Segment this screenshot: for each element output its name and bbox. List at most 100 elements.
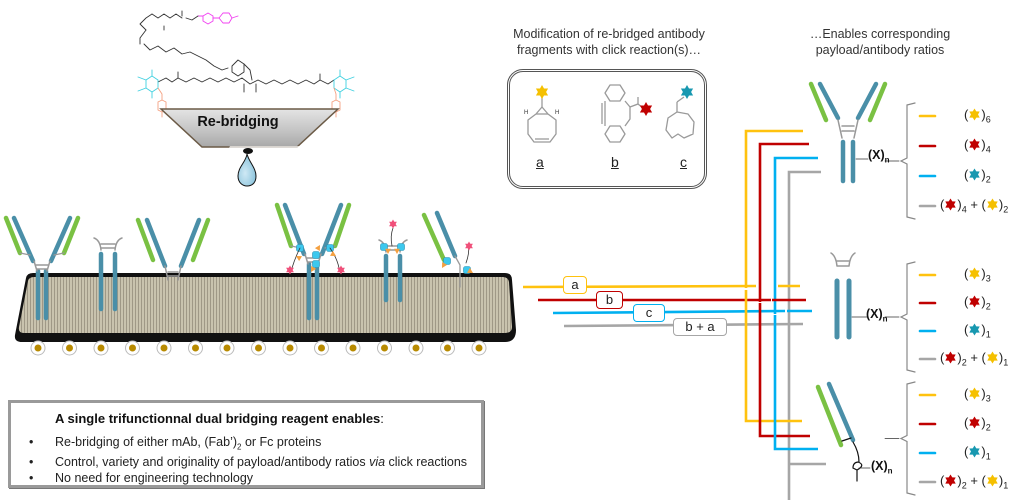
roller-hub [223, 344, 231, 352]
linker-subscript: n [882, 314, 888, 324]
paren: ) [981, 167, 986, 182]
bullet-subscript: 2 [237, 442, 242, 452]
roller-hub [129, 344, 136, 352]
payload-star-red-icon [945, 198, 957, 211]
paren: ( [940, 350, 945, 365]
paren: ) [957, 197, 962, 212]
paren: ( [964, 386, 969, 401]
linker-text: (X) [871, 459, 888, 473]
paren: ( [964, 444, 969, 459]
ratio-bracket [899, 261, 916, 373]
payload-count: 6 [985, 114, 991, 125]
input-fab2-icon [135, 217, 211, 281]
roller-hub [286, 344, 294, 352]
reagent-payload-stars [535, 85, 694, 116]
reagent-a-star-yellow-icon [535, 85, 549, 99]
payload-star-red-icon [969, 416, 981, 429]
route-a-to-fab-line [744, 290, 802, 423]
payload-count: 1 [985, 451, 991, 462]
payload-count: 1 [985, 329, 991, 340]
ratio-label-fc-b: ()2 [964, 294, 991, 312]
paren: ) [998, 350, 1004, 365]
paren: ( [964, 294, 969, 309]
summary-title-text: A single trifunctionnal dual bridging re… [55, 411, 381, 426]
route-tag-c: c [633, 304, 665, 322]
svg-text:H: H [524, 110, 528, 116]
paren: ) [981, 322, 986, 337]
route-lines [522, 129, 826, 500]
azide-arrow-icon [442, 262, 448, 268]
payload-count: 2 [985, 301, 991, 312]
summary-box: A single trifunctionnal dual bridging re… [8, 400, 484, 488]
output-rebridged-fc-icon [378, 219, 408, 303]
linker-label-mab: (X)n [868, 148, 890, 165]
reagent-c-label: c [680, 154, 687, 170]
ratio-label-fab-ba: ()2 + ()1 [940, 473, 1008, 491]
azide-arrow-icon [314, 245, 320, 251]
reagent-b-dbco-structure [601, 84, 644, 143]
roller-hub [34, 344, 42, 352]
linker-subscript: n [887, 466, 893, 476]
bullet-italic: via [369, 455, 386, 469]
plus-sign: + [966, 350, 982, 365]
plus-sign: + [966, 197, 982, 212]
ratios-caption-line2: payload/antibody ratios [815, 43, 945, 57]
ratio-label-fab-c: ()1 [964, 444, 991, 462]
bullet-text: Control, variety and originality of payl… [55, 455, 370, 469]
summary-bullet-control: Control, variety and originality of payl… [29, 455, 467, 471]
ratio-label-fab-a: ()3 [964, 386, 991, 404]
payload-star-yellow-icon [987, 198, 998, 211]
ratio-label-fc-ba: ()2 + ()1 [940, 350, 1008, 368]
ratios-caption: …Enables corresponding payload/antibody … [800, 26, 960, 58]
roller-hub [475, 344, 483, 352]
bridge-node-icon [443, 257, 451, 265]
product-fc-icon [830, 252, 868, 340]
reagent-a-bcn-structure: H H [524, 97, 559, 143]
payload-count: 1 [1003, 480, 1009, 491]
summary-title-colon: : [380, 411, 384, 426]
payload-star-yellow-icon [969, 387, 981, 400]
re-bridging-funnel [159, 108, 340, 187]
route-b-to-mab-line [758, 142, 809, 302]
route-tag-b-plus-a: b + a [673, 318, 727, 336]
payload-star-yellow-icon [987, 474, 998, 487]
paren: ( [964, 137, 969, 152]
paren: ) [957, 350, 962, 365]
ratio-label-fab-b: ()2 [964, 415, 991, 433]
ratio-label-mab-ba: ()4 + ()2 [940, 197, 1008, 215]
click-reagents-structures: H H [524, 84, 695, 143]
belt-antibodies [3, 202, 473, 321]
roller-hub [349, 344, 357, 352]
payload-count: 3 [985, 273, 991, 284]
reagent-backbone [157, 71, 335, 93]
product-formats [808, 81, 937, 496]
reagent-droplet-icon [237, 153, 257, 187]
paren: ) [981, 415, 986, 430]
route-b-to-fab-line [758, 303, 810, 438]
roller-hub [318, 344, 325, 352]
paren: ( [940, 197, 945, 212]
paren: ( [964, 415, 969, 430]
payload-star-red-icon [969, 295, 981, 308]
modification-caption-line1: Modification of re-bridged antibody [513, 27, 705, 41]
summary-title: A single trifunctionnal dual bridging re… [55, 411, 384, 426]
route-ba-to-mab-line [787, 170, 821, 500]
bridge-node-icon [312, 260, 320, 268]
linker-label-fab: (X)n [871, 459, 893, 476]
re-bridging-label: Re-bridging [197, 114, 279, 130]
payload-count: 2 [1003, 204, 1009, 215]
payload-count: 3 [985, 393, 991, 404]
route-tag-c-text: c [645, 305, 653, 320]
paren: ) [998, 197, 1004, 212]
paren: ) [981, 294, 986, 309]
payload-count: 2 [985, 422, 991, 433]
click-reagents-box: H H a b c [507, 69, 707, 189]
bullet-text: Re-bridging of either mAb, (Fab’) [55, 435, 238, 449]
trifunctional-reagent-structure [137, 10, 355, 118]
paren: ) [981, 137, 986, 152]
ratio-label-mab-c: ()2 [964, 167, 991, 185]
paren: ( [981, 473, 986, 488]
linker-text: (X) [868, 148, 885, 162]
output-rebridged-fab-icon [421, 210, 473, 288]
